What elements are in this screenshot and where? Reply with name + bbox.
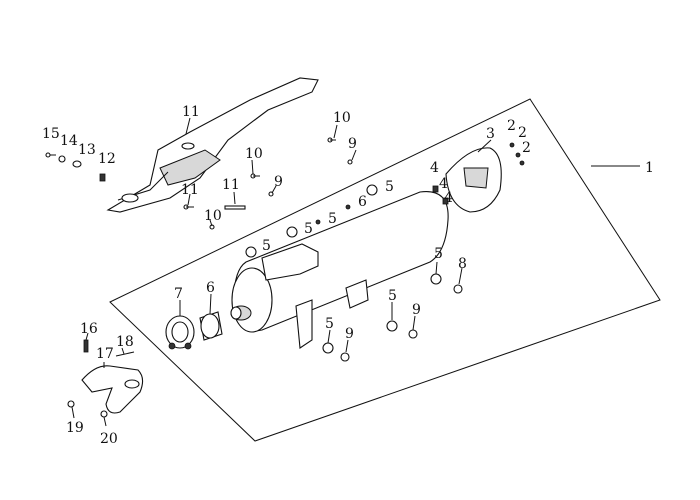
callout-2: 2 <box>507 118 516 134</box>
heat-shield <box>106 77 319 213</box>
callout-15: 15 <box>42 126 60 142</box>
callout-4: 4 <box>444 190 453 206</box>
callout-3: 3 <box>486 126 495 142</box>
callout-1: 1 <box>645 160 654 176</box>
callout-5: 5 <box>388 288 397 304</box>
callout-7: 7 <box>174 286 183 302</box>
muffler-body <box>230 191 449 349</box>
callout-17: 17 <box>96 346 114 362</box>
callout-18: 18 <box>116 334 134 350</box>
callout-8: 8 <box>458 256 467 272</box>
callout-10: 10 <box>333 110 351 126</box>
callout-10: 10 <box>204 208 222 224</box>
leader-lines <box>71 117 492 427</box>
gasket-sleeve <box>199 311 223 341</box>
end-cap <box>445 147 502 213</box>
muffler-assembly-outline <box>109 98 661 442</box>
callout-14: 14 <box>60 133 78 149</box>
callout-6: 6 <box>358 194 367 210</box>
callout-10: 10 <box>245 146 263 162</box>
callout-9: 9 <box>348 136 357 152</box>
callout-2: 2 <box>518 125 527 141</box>
callout-9: 9 <box>412 302 421 318</box>
callout-9: 9 <box>345 326 354 342</box>
callout-4: 4 <box>430 160 439 176</box>
callout-6: 6 <box>206 280 215 296</box>
callout-21: 21 <box>0 0 18 4</box>
callout-5: 5 <box>262 238 271 254</box>
callout-5: 5 <box>325 316 334 332</box>
callout-5: 5 <box>385 179 394 195</box>
clamp <box>165 315 195 350</box>
callout-5: 5 <box>434 246 443 262</box>
callout-4: 4 <box>439 176 448 192</box>
callout-19: 19 <box>66 420 84 436</box>
callout-9: 9 <box>274 174 283 190</box>
callout-16: 16 <box>80 321 98 337</box>
callout-11: 11 <box>181 182 199 198</box>
callout-2: 2 <box>522 140 531 156</box>
callout-21: 21 <box>0 0 18 4</box>
exhaust-pipe <box>81 365 144 414</box>
fasteners <box>45 137 525 418</box>
callout-20: 20 <box>100 431 118 447</box>
callout-13: 13 <box>78 142 96 158</box>
callout-5: 5 <box>304 221 313 237</box>
callout-12: 12 <box>98 151 116 167</box>
callout-11: 11 <box>182 104 200 120</box>
callout-11: 11 <box>222 177 240 193</box>
callout-5: 5 <box>328 211 337 227</box>
